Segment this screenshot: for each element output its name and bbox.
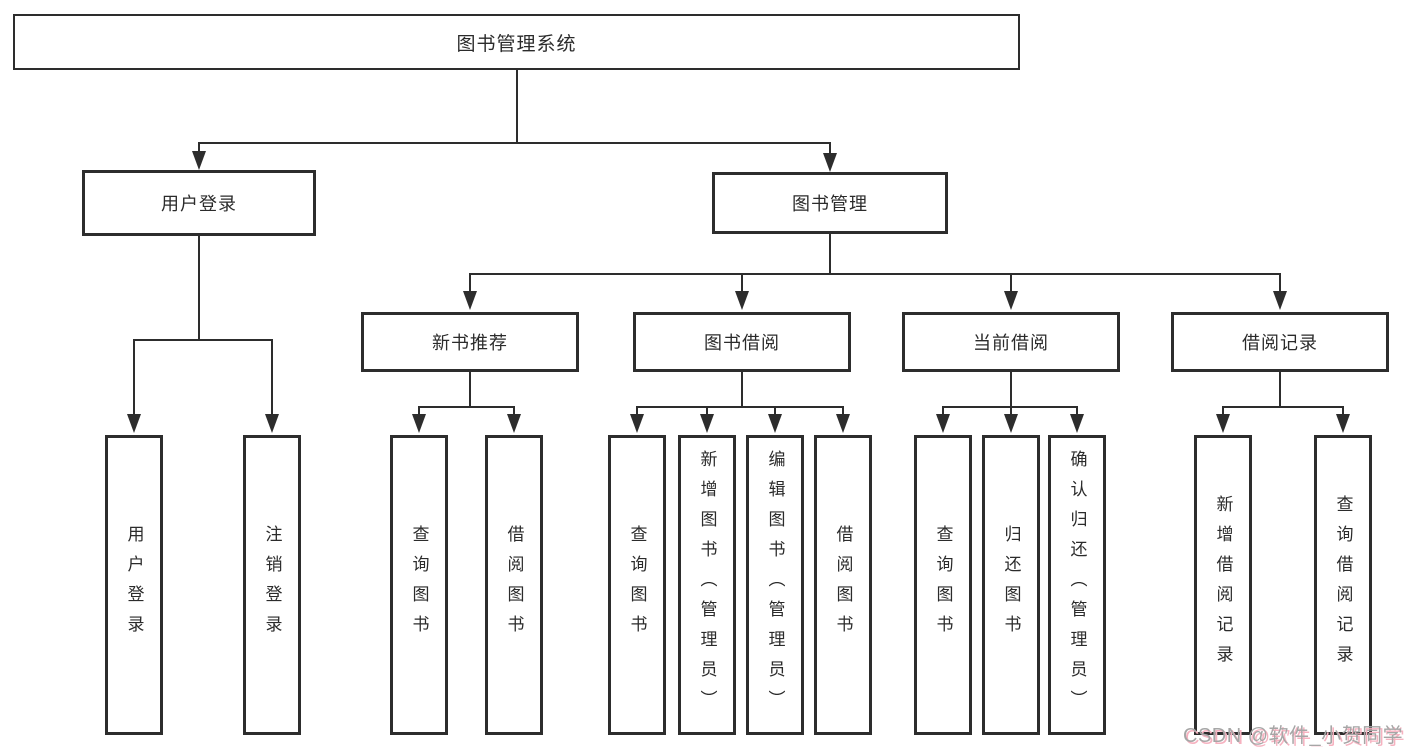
connector-line [1010,406,1012,416]
leaf-borrow-books: 借阅图书 [814,435,872,735]
arrowhead-down-icon [1216,414,1230,433]
leaf-query-books-current: 查询图书 [914,435,972,735]
leaf-label: 查询借阅记录 [1333,495,1353,675]
leaf-label: 确认归还（管理员） [1067,450,1087,720]
connector-line [469,273,1281,275]
leaf-add-borrow-record: 新增借阅记录 [1194,435,1252,735]
connector-line [842,406,844,416]
leaf-label: 归还图书 [1001,525,1021,645]
node-borrowing-records: 借阅记录 [1171,312,1389,372]
connector-line [636,406,844,408]
leaf-label: 注销登录 [262,525,282,645]
arrowhead-down-icon [735,291,749,310]
connector-line [1279,372,1281,406]
arrowhead-down-icon [127,414,141,433]
connector-line [1222,406,1344,408]
csdn-watermark: CSDN @软件_小贺同学 [1183,725,1404,747]
connector-line [133,339,135,417]
arrowhead-down-icon [823,153,837,172]
arrowhead-down-icon [1004,414,1018,433]
arrowhead-down-icon [1070,414,1084,433]
connector-line [469,372,471,406]
node-user-login: 用户登录 [82,170,316,236]
connector-line [198,142,831,144]
leaf-return-books: 归还图书 [982,435,1040,735]
leaf-label: 新增借阅记录 [1213,495,1233,675]
leaf-query-borrow-record: 查询借阅记录 [1314,435,1372,735]
leaf-logout: 注销登录 [243,435,301,735]
leaf-label: 查询图书 [933,525,953,645]
connector-line [1222,406,1224,416]
arrowhead-down-icon [265,414,279,433]
leaf-label: 用户登录 [124,525,144,645]
node-current-borrowing: 当前借阅 [902,312,1120,372]
leaf-query-books-recommend: 查询图书 [390,435,448,735]
connector-line [271,339,273,417]
leaf-label: 编辑图书（管理员） [765,450,785,720]
arrowhead-down-icon [630,414,644,433]
arrowhead-down-icon [1004,291,1018,310]
connector-line [418,406,420,416]
node-new-book-recommend: 新书推荐 [361,312,579,372]
connector-line [198,142,200,156]
connector-line [513,406,515,416]
leaf-add-books-admin: 新增图书（管理员） [678,435,736,735]
arrowhead-down-icon [936,414,950,433]
connector-line [418,406,515,408]
arrowhead-down-icon [836,414,850,433]
leaf-user-login: 用户登录 [105,435,163,735]
connector-line [829,234,831,275]
arrowhead-down-icon [192,151,206,170]
connector-line [1010,273,1012,294]
connector-line [774,406,776,416]
leaf-edit-books-admin: 编辑图书（管理员） [746,435,804,735]
connector-line [516,70,518,142]
connector-line [636,406,638,416]
connector-line [741,372,743,406]
leaf-label: 借阅图书 [504,525,524,645]
connector-line [706,406,708,416]
arrowhead-down-icon [768,414,782,433]
connector-line [133,339,273,341]
node-book-borrowing: 图书借阅 [633,312,851,372]
arrowhead-down-icon [463,291,477,310]
connector-line [198,236,200,339]
leaf-label: 查询图书 [627,525,647,645]
connector-line [1279,273,1281,294]
arrowhead-down-icon [1273,291,1287,310]
connector-line [1342,406,1344,416]
connector-line [942,406,944,416]
arrowhead-down-icon [507,414,521,433]
arrowhead-down-icon [412,414,426,433]
leaf-confirm-return-admin: 确认归还（管理员） [1048,435,1106,735]
connector-line [741,273,743,294]
leaf-query-books-borrowing: 查询图书 [608,435,666,735]
leaf-borrow-books-recommend: 借阅图书 [485,435,543,735]
connector-line [829,142,831,156]
connector-line [1010,372,1012,406]
connector-line [1076,406,1078,416]
node-library-management-system: 图书管理系统 [13,14,1020,70]
leaf-label: 查询图书 [409,525,429,645]
arrowhead-down-icon [1336,414,1350,433]
arrowhead-down-icon [700,414,714,433]
connector-line [469,273,471,294]
node-book-management: 图书管理 [712,172,948,234]
leaf-label: 新增图书（管理员） [697,450,717,720]
leaf-label: 借阅图书 [833,525,853,645]
